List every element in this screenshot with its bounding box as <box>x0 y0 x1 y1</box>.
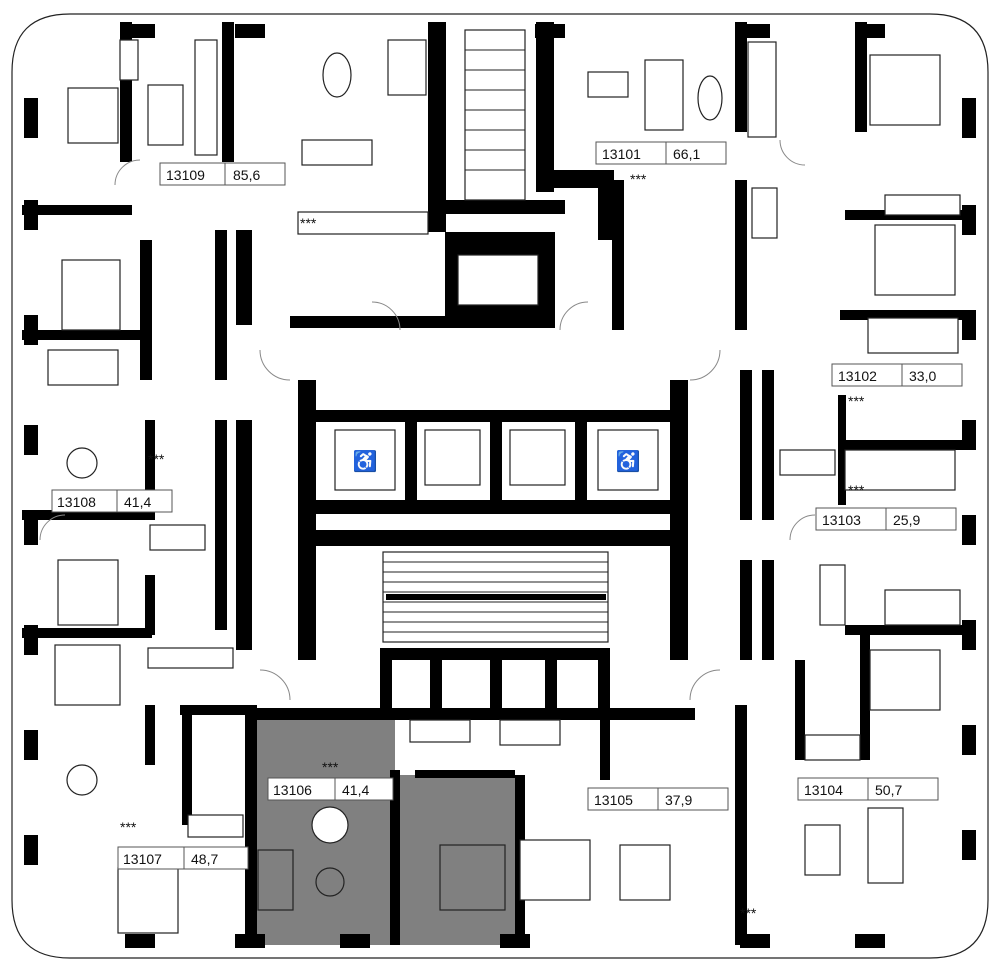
dining-table <box>587 71 629 98</box>
unit-area: 85,6 <box>233 167 260 183</box>
table <box>697 75 723 121</box>
stove-mark: *** <box>740 905 757 921</box>
elevators: ♿ ♿ <box>334 429 659 491</box>
unit-label[interactable]: 13107 48,7 <box>117 846 249 870</box>
kitchen-counter <box>297 211 429 235</box>
sofa <box>644 59 684 131</box>
unit-number: 13103 <box>822 512 861 528</box>
unit-label[interactable]: 13109 85,6 <box>159 162 286 186</box>
round-table <box>66 764 98 796</box>
sofa <box>47 349 119 386</box>
bed <box>57 559 119 626</box>
unit-label[interactable]: 13106 41,4 <box>267 777 394 801</box>
stove-mark: *** <box>848 482 865 498</box>
bed <box>67 87 119 144</box>
sofa <box>884 589 961 626</box>
round-table <box>311 806 349 844</box>
unit-area: 50,7 <box>875 782 902 798</box>
unit-label[interactable]: 13108 41,4 <box>51 489 173 513</box>
sofa <box>867 317 959 354</box>
sofa <box>867 807 904 884</box>
stove-mark: *** <box>848 393 865 409</box>
bathtub <box>819 564 846 626</box>
bed <box>439 844 506 911</box>
unit-label[interactable]: 13103 25,9 <box>815 507 957 531</box>
wardrobe <box>194 39 218 156</box>
bed <box>874 224 956 296</box>
sofa <box>619 844 671 901</box>
bathtub <box>779 449 836 476</box>
unit-number: 13105 <box>594 792 633 808</box>
stove-mark: *** <box>300 215 317 231</box>
wardrobe <box>747 41 777 138</box>
bed <box>61 259 121 331</box>
unit-number: 13108 <box>57 494 96 510</box>
bed <box>147 84 184 146</box>
stove-mark: *** <box>120 819 137 835</box>
unit-area: 33,0 <box>909 368 936 384</box>
bathtub <box>499 719 561 746</box>
unit-label[interactable]: 13105 37,9 <box>587 787 729 811</box>
unit-number: 13104 <box>804 782 843 798</box>
stove-mark: *** <box>630 171 647 187</box>
unit-area: 66,1 <box>673 146 700 162</box>
accessible-elevator-icon: ♿ <box>616 449 641 473</box>
central-staircase <box>382 551 609 643</box>
building-outline <box>11 13 989 959</box>
stove-marks: *** *** *** *** *** *** *** *** <box>120 171 865 921</box>
furniture <box>47 39 961 934</box>
bed <box>519 839 591 901</box>
sofa <box>387 39 427 96</box>
wardrobe <box>884 194 961 216</box>
wardrobe <box>147 647 234 669</box>
bed <box>869 54 941 126</box>
unit-number: 13109 <box>166 167 205 183</box>
interior-walls <box>22 22 975 945</box>
bed <box>54 644 121 706</box>
unit-number: 13102 <box>838 368 877 384</box>
dining-table <box>301 139 373 166</box>
bathtub <box>804 734 861 761</box>
unit-number: 13101 <box>602 146 641 162</box>
stove-mark: *** <box>148 451 165 467</box>
unit-number: 13106 <box>273 782 312 798</box>
bathtub <box>751 187 778 239</box>
table <box>322 52 352 98</box>
unit-label[interactable]: 13101 66,1 <box>595 141 727 165</box>
unit-label[interactable]: 13102 33,0 <box>831 363 963 387</box>
round-table <box>66 447 98 479</box>
shaft-hatch <box>457 29 539 306</box>
unit-area: 37,9 <box>665 792 692 808</box>
unit-area: 25,9 <box>893 512 920 528</box>
dining-table <box>804 824 841 876</box>
wardrobe <box>119 39 139 81</box>
bed <box>869 649 941 711</box>
round-table <box>315 867 345 897</box>
unit-area: 48,7 <box>191 851 218 867</box>
kitchen-counter <box>844 449 956 491</box>
unit-area: 41,4 <box>124 494 151 510</box>
accessible-elevator-icon: ♿ <box>353 449 378 473</box>
door-swings <box>39 139 816 701</box>
sofa <box>257 849 294 911</box>
highlighted-unit-13106[interactable] <box>255 715 515 945</box>
unit-label[interactable]: 13104 50,7 <box>797 777 939 801</box>
bathtub <box>187 814 244 838</box>
bathtub <box>149 524 206 551</box>
bathtub <box>409 719 471 743</box>
unit-number: 13107 <box>123 851 162 867</box>
bed <box>117 867 179 934</box>
stove-mark: *** <box>322 759 339 775</box>
unit-area: 41,4 <box>342 782 369 798</box>
